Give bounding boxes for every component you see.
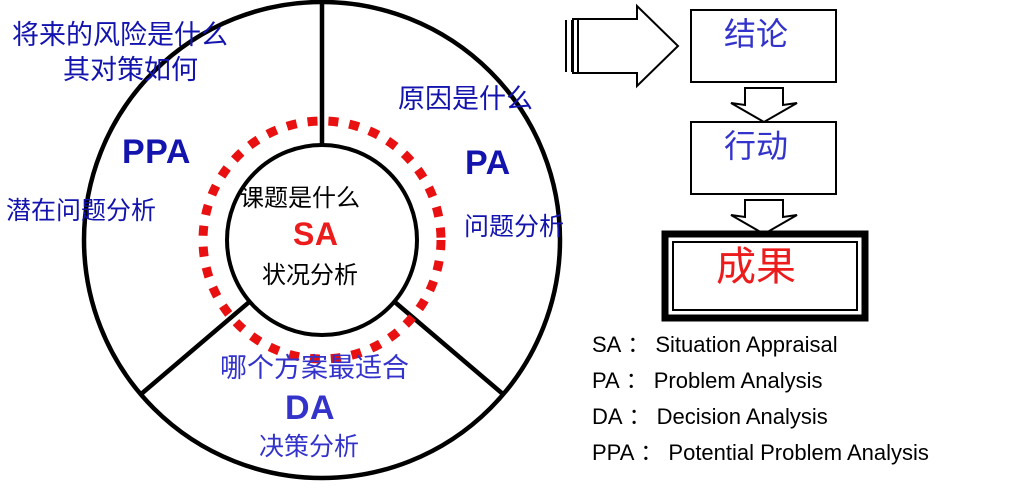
sa-chinese-name: 状况分析: [262, 261, 358, 289]
da-chinese-name: 决策分析: [259, 432, 360, 461]
flow-step-label-1: 行动: [724, 127, 789, 165]
legend-full-name: Problem Analysis: [653, 368, 823, 393]
flow-step-label-2: 成果: [716, 244, 796, 290]
legend-full-name: Potential Problem Analysis: [668, 440, 929, 465]
legend-full-name: Decision Analysis: [656, 404, 828, 429]
ppa-chinese-name: 潜在问题分析: [6, 196, 157, 225]
ppa-abbreviation: PPA: [122, 133, 191, 171]
legend-separator: ：: [625, 368, 648, 393]
pa-abbreviation: PA: [465, 144, 511, 182]
dotted-ring: [198, 116, 446, 364]
legend-separator: ：: [627, 332, 650, 357]
inner-circle: [225, 143, 419, 337]
legend-item-pa: PA ： Problem Analysis: [592, 370, 1007, 406]
legend-abbr: PA: [592, 368, 620, 393]
da-question-line1: 哪个方案最适合: [220, 353, 409, 384]
legend-abbr: SA: [592, 332, 622, 357]
sa-question: 课题是什么: [240, 184, 360, 212]
legend: SA ： Situation Appraisal PA ： Problem An…: [592, 334, 1007, 478]
legend-separator: ：: [628, 404, 651, 429]
flow-step-label-0: 结论: [724, 15, 789, 53]
flow-box-1: [690, 121, 837, 195]
right-block-arrow-icon: [565, 3, 680, 89]
legend-abbr: PPA: [592, 440, 635, 465]
pa-question-line1: 原因是什么: [398, 84, 533, 115]
flow-box-0: [690, 9, 837, 83]
legend-item-ppa: PPA ： Potential Problem Analysis: [592, 442, 1007, 478]
ppa-question-line2: 其对策如何: [63, 55, 198, 86]
down-block-arrow-icon-1: [730, 199, 798, 236]
ppa-question-line1: 将来的风险是什么: [12, 20, 228, 51]
inner-circle-fill: [227, 145, 417, 335]
legend-abbr: DA: [592, 404, 623, 429]
down-block-arrow-icon-0: [730, 87, 798, 124]
legend-item-da: DA ： Decision Analysis: [592, 406, 1007, 442]
sa-abbreviation: SA: [293, 216, 339, 252]
flow-box-2-outer: [661, 230, 869, 322]
legend-separator: ：: [640, 440, 663, 465]
da-abbreviation: DA: [285, 389, 336, 427]
legend-full-name: Situation Appraisal: [655, 332, 838, 357]
legend-item-sa: SA ： Situation Appraisal: [592, 334, 1007, 370]
flow-box-2-inner: [672, 241, 858, 311]
pa-chinese-name: 问题分析: [464, 212, 565, 241]
